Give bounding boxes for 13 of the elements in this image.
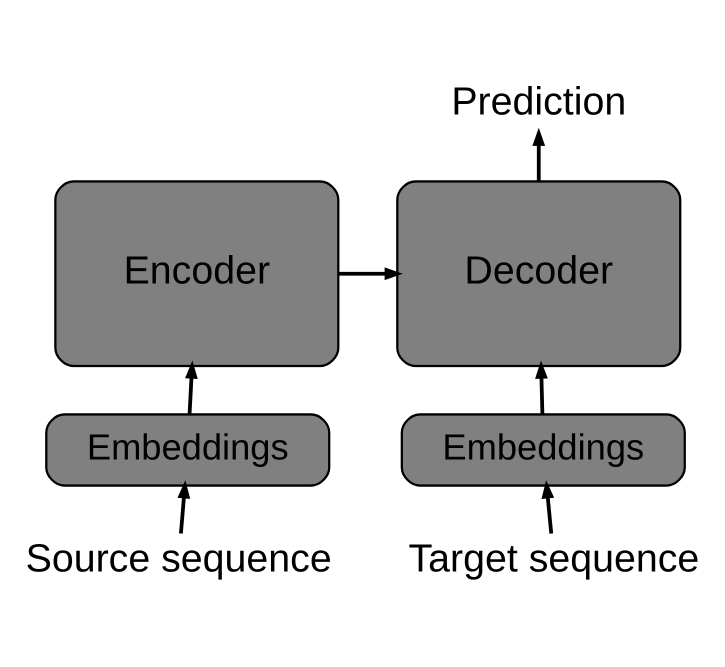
arrow — [532, 128, 546, 182]
arrow — [535, 360, 548, 414]
arrow — [178, 480, 190, 534]
node-text: Source sequence — [26, 536, 332, 580]
node-box: Embeddings — [45, 413, 330, 487]
node-box: Embeddings — [400, 413, 686, 487]
arrow — [542, 480, 554, 534]
arrow — [185, 360, 198, 414]
node-text: Target sequence — [408, 536, 700, 580]
node-box: Encoder — [54, 180, 340, 368]
node-box: Decoder — [396, 180, 682, 368]
node-text: Prediction — [451, 80, 626, 124]
arrow — [338, 267, 403, 280]
